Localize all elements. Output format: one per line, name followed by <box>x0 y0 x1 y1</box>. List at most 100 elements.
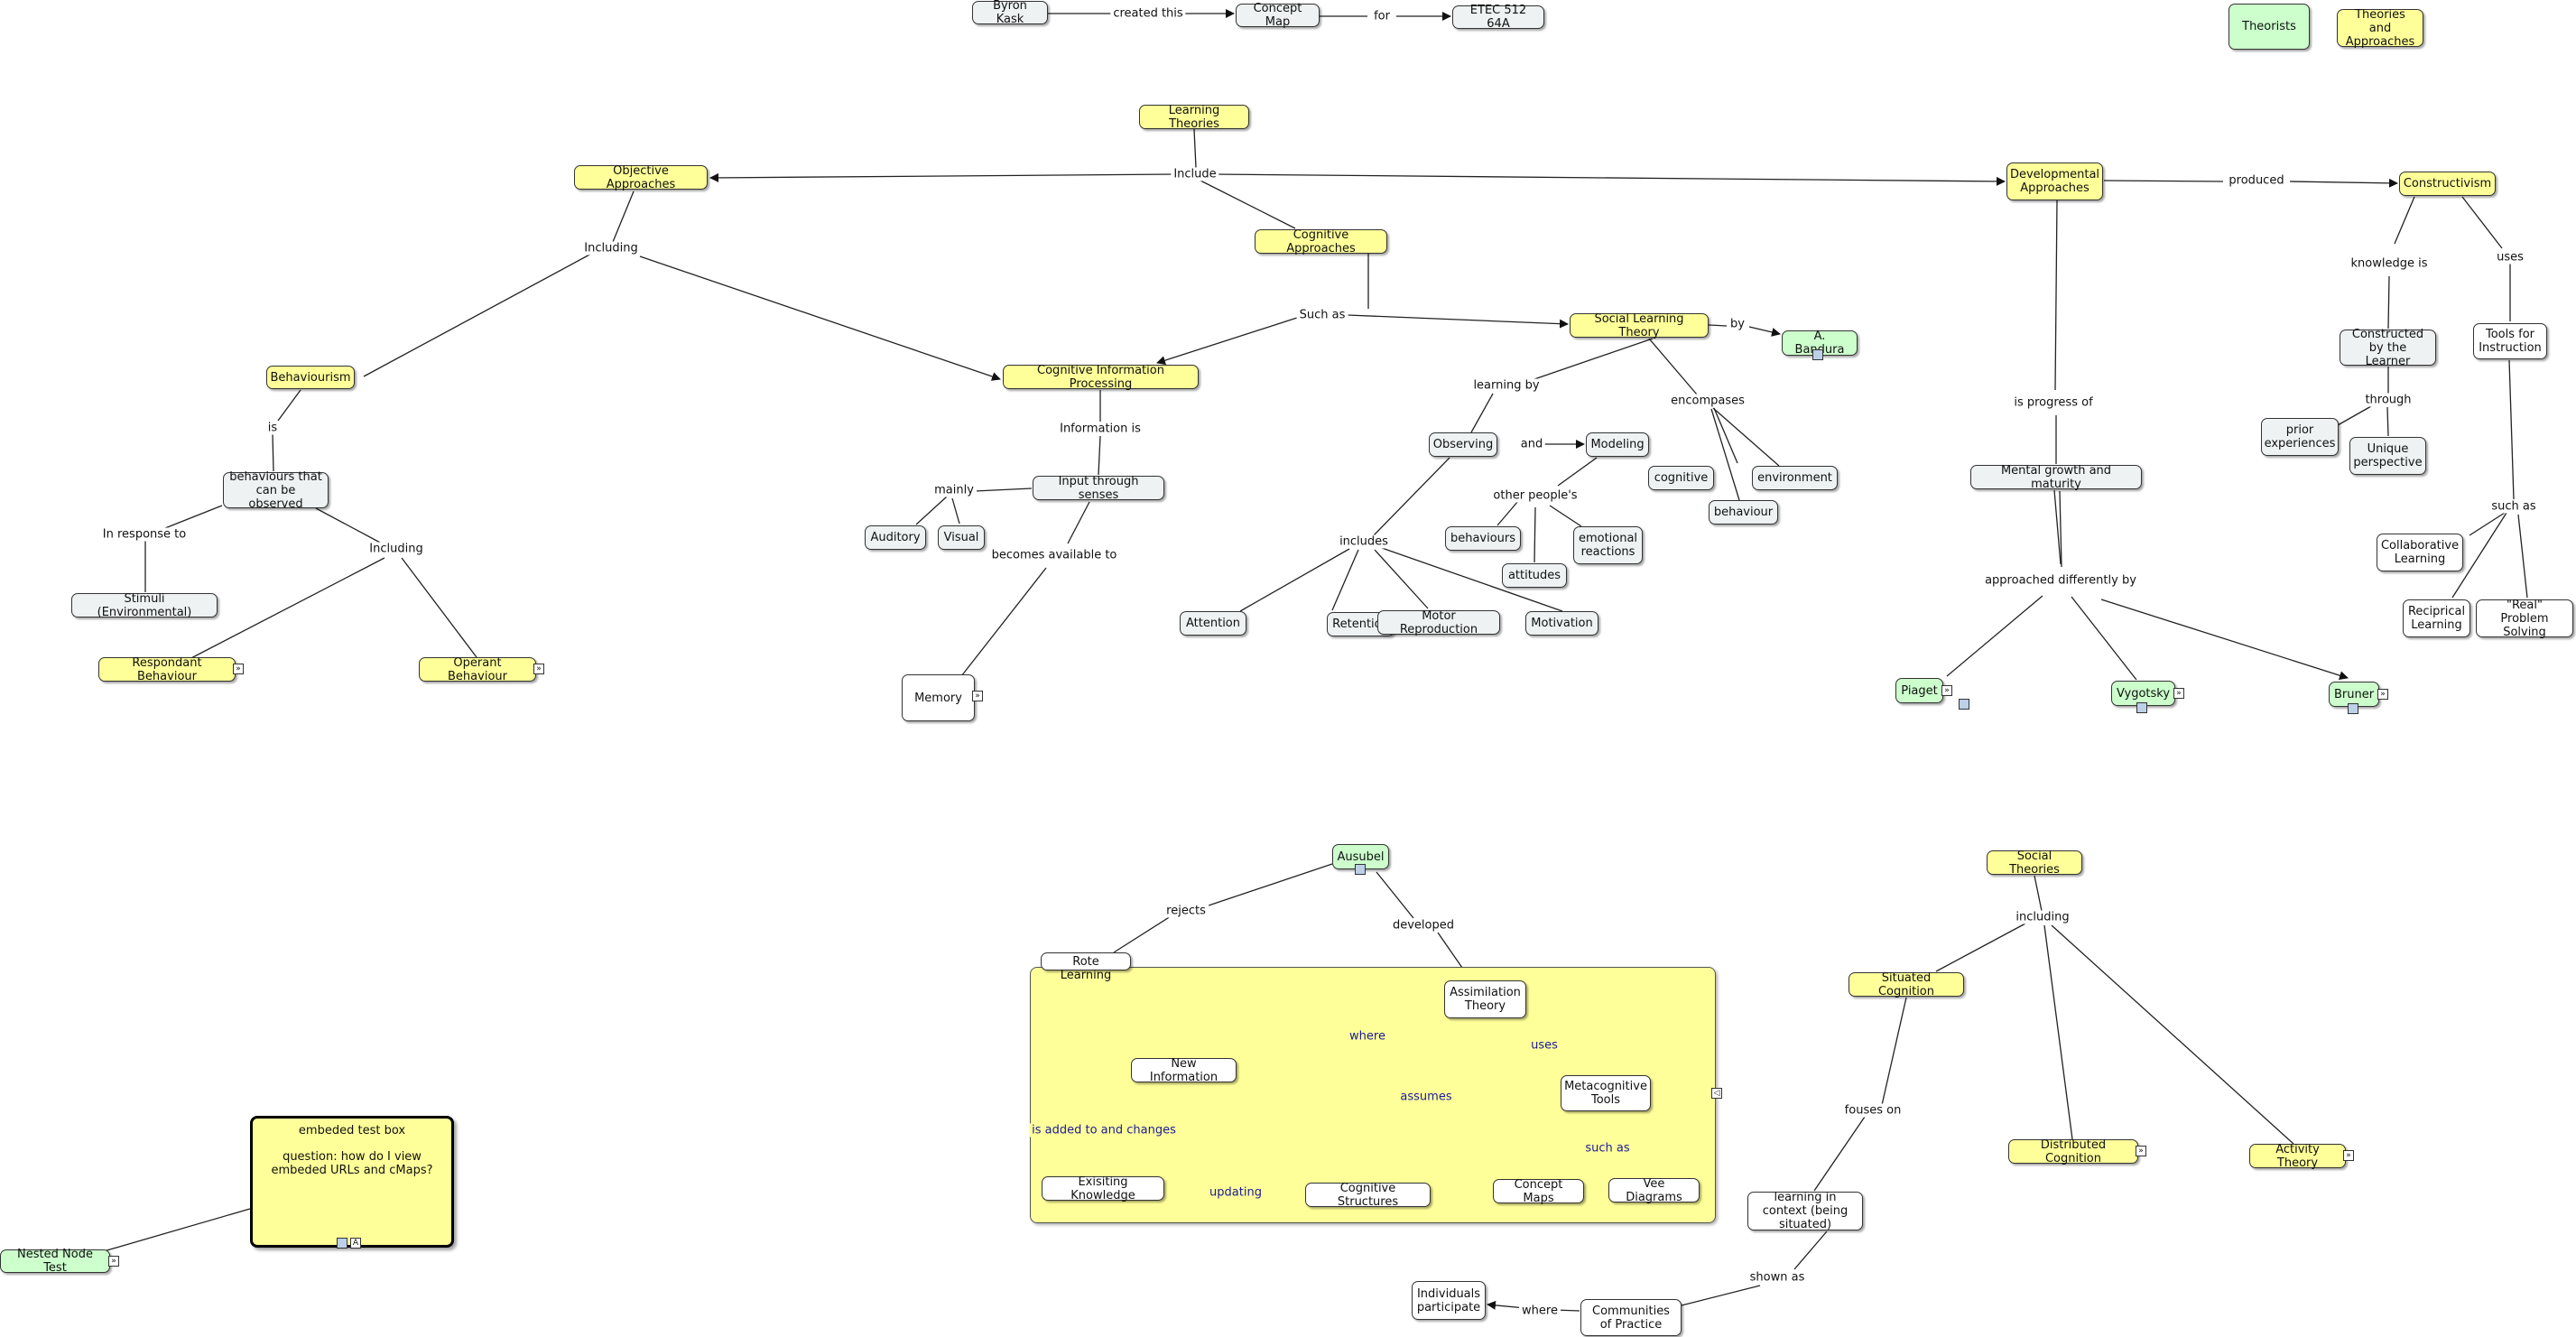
node-attitudes[interactable]: attitudes <box>1502 563 1567 588</box>
expand-memory-icon[interactable]: » <box>972 691 983 701</box>
node-stimuli[interactable]: Stimuli (Environmental) <box>71 592 218 619</box>
connector-line-88 <box>1813 1116 1866 1192</box>
expand-bruner-icon[interactable]: » <box>2377 689 2388 700</box>
node-existing-knowledge[interactable]: Exisiting Knowledge <box>1042 1175 1164 1202</box>
node-distributed-cognition[interactable]: Distributed Cognition <box>2008 1138 2138 1165</box>
node-learning-theories[interactable]: Learning Theories <box>1139 104 1249 131</box>
expand-activity-icon[interactable]: » <box>2343 1150 2354 1161</box>
node-cognitive-information-processing[interactable]: Cognitive Information Processing <box>1003 364 1199 391</box>
node-piaget[interactable]: Piaget <box>1895 678 1943 703</box>
node-rote-learning[interactable]: Rote Learning <box>1041 952 1131 982</box>
node-observing[interactable]: Observing <box>1429 432 1497 457</box>
resource-vygotsky-icon[interactable] <box>2136 702 2147 713</box>
embedded-expand-icon[interactable]: A <box>350 1238 361 1249</box>
node-motor-reproduction[interactable]: Motor Reproduction <box>1377 609 1500 636</box>
node-social-learning-theory[interactable]: Social Learning Theory <box>1570 312 1709 339</box>
resource-bruner-icon[interactable] <box>2348 703 2358 714</box>
node-byron-kask[interactable]: Byron Kask <box>972 0 1048 26</box>
connector-line-43 <box>974 487 1033 492</box>
node-environment[interactable]: environment <box>1752 466 1838 490</box>
connector-line-68 <box>1376 871 1414 919</box>
link-including-behaviours: Including <box>366 542 426 556</box>
connector-line-51 <box>1534 506 1536 563</box>
node-bruner[interactable]: Bruner <box>2329 682 2379 707</box>
connector-line-40 <box>315 507 383 544</box>
connector-line-63 <box>1946 595 2043 677</box>
connector-line-92 <box>1487 1300 1526 1310</box>
node-modeling[interactable]: Modeling <box>1586 432 1649 457</box>
expand-respondant-icon[interactable]: » <box>233 664 244 674</box>
connector-line-87 <box>1881 997 1907 1106</box>
node-vee-diagrams[interactable]: Vee Diagrams <box>1608 1177 1700 1204</box>
connector-line-45 <box>951 497 960 525</box>
connector-line-20 <box>2461 196 2503 249</box>
node-cognitive-structures[interactable]: Cognitive Structures <box>1305 1182 1431 1209</box>
link-fouses-on: fouses on <box>1841 1103 1904 1118</box>
link-created-this: created this <box>1110 6 1186 21</box>
link-such-as-metacognitive: such as <box>1582 1141 1633 1156</box>
link-including-objective: Including <box>581 241 641 255</box>
node-activity-theory[interactable]: Activity Theory <box>2249 1143 2346 1170</box>
node-behaviourism[interactable]: Behaviourism <box>266 366 355 389</box>
embedded-test-box[interactable]: embeded test box question: how do I view… <box>250 1116 454 1248</box>
node-constructivism[interactable]: Constructivism <box>2399 172 2496 196</box>
resource-piaget-icon[interactable] <box>1959 699 1969 710</box>
node-behaviours-observed[interactable]: behaviours that can be observed <box>223 470 329 511</box>
embedded-resource-icon[interactable] <box>337 1238 347 1249</box>
connector-line-5 <box>709 172 1178 182</box>
node-individuals-participate[interactable]: Individuals participate <box>1412 1281 1486 1320</box>
node-behaviour[interactable]: behaviour <box>1709 500 1778 525</box>
connector-line-62 <box>2053 489 2062 565</box>
node-concept-map[interactable]: Concept Map <box>1236 2 1320 29</box>
node-auditory[interactable]: Auditory <box>865 525 926 550</box>
node-visual[interactable]: Visual <box>938 525 985 550</box>
node-reciprocal-learning[interactable]: Reciprical Learning <box>2403 599 2470 637</box>
resource-ausubel-icon[interactable] <box>1355 864 1366 875</box>
node-real-problem-solving[interactable]: "Real" Problem Solving <box>2476 599 2573 639</box>
node-prior-experiences[interactable]: prior experiences <box>2261 418 2339 456</box>
connector-line-86 <box>2051 924 2294 1145</box>
expand-vygotsky-icon[interactable]: » <box>2173 688 2184 699</box>
node-etec[interactable]: ETEC 512 64A <box>1452 4 1544 31</box>
node-input-through-senses[interactable]: Input through senses <box>1033 475 1164 502</box>
node-objective-approaches[interactable]: Objective Approaches <box>574 164 708 191</box>
node-developmental-approaches[interactable]: Developmental Approaches <box>2006 162 2103 200</box>
expand-piaget-icon[interactable]: » <box>1941 685 1952 696</box>
node-operant-behaviour[interactable]: Operant Behaviour <box>419 656 536 683</box>
node-emotional-reactions[interactable]: emotional reactions <box>1573 526 1643 564</box>
node-unique-perspective[interactable]: Unique perspective <box>2349 437 2426 475</box>
node-assimilation-theory[interactable]: Assimilation Theory <box>1444 980 1526 1018</box>
connector-line-83 <box>2034 875 2043 912</box>
node-motivation[interactable]: Motivation <box>1525 611 1598 636</box>
node-memory[interactable]: Memory <box>902 674 975 721</box>
link-and: and <box>1517 437 1546 451</box>
expand-nested-icon[interactable]: » <box>108 1256 119 1267</box>
link-by: by <box>1728 317 1747 331</box>
node-nested-node-test[interactable]: Nested Node Test <box>0 1248 110 1275</box>
link-is-behaviourism: is <box>264 421 281 435</box>
node-new-information[interactable]: New Information <box>1131 1057 1237 1084</box>
node-mental-growth[interactable]: Mental growth and maturity <box>1970 464 2142 491</box>
node-communities-of-practice[interactable]: Communities of Practice <box>1580 1299 1682 1336</box>
node-cognitive[interactable]: cognitive <box>1648 466 1714 490</box>
node-learning-in-context[interactable]: learning in context (being situated) <box>1747 1191 1863 1231</box>
expand-operant-icon[interactable]: » <box>533 664 544 674</box>
link-approached-differently: approached differently by <box>1982 573 2139 588</box>
node-concept-maps[interactable]: Concept Maps <box>1493 1178 1584 1205</box>
node-tools-for-instruction[interactable]: Tools for Instruction <box>2473 323 2547 359</box>
node-attention[interactable]: Attention <box>1180 611 1246 636</box>
legend-theories-approaches[interactable]: Theories and Approaches <box>2337 8 2423 49</box>
node-respondant-behaviour[interactable]: Respondant Behaviour <box>98 656 236 683</box>
legend-theorists[interactable]: Theorists <box>2229 4 2310 50</box>
expand-distributed-icon[interactable]: » <box>2136 1146 2146 1156</box>
resource-bandura-icon[interactable] <box>1812 349 1823 360</box>
node-situated-cognition[interactable]: Situated Cognition <box>1849 971 1964 998</box>
node-collaborative-learning[interactable]: Collaborative Learning <box>2377 534 2463 571</box>
node-social-theories[interactable]: Social Theories <box>1987 850 2082 877</box>
node-metacognitive-tools[interactable]: Metacognitive Tools <box>1561 1075 1651 1111</box>
node-constructed-by-learner[interactable]: Constructed by the Learner <box>2340 328 2436 368</box>
collapse-group-icon[interactable]: ◁ <box>1711 1088 1722 1099</box>
link-including-social: including <box>2013 910 2072 924</box>
node-cognitive-approaches[interactable]: Cognitive Approaches <box>1255 228 1387 255</box>
node-behaviours[interactable]: behaviours <box>1445 526 1521 551</box>
